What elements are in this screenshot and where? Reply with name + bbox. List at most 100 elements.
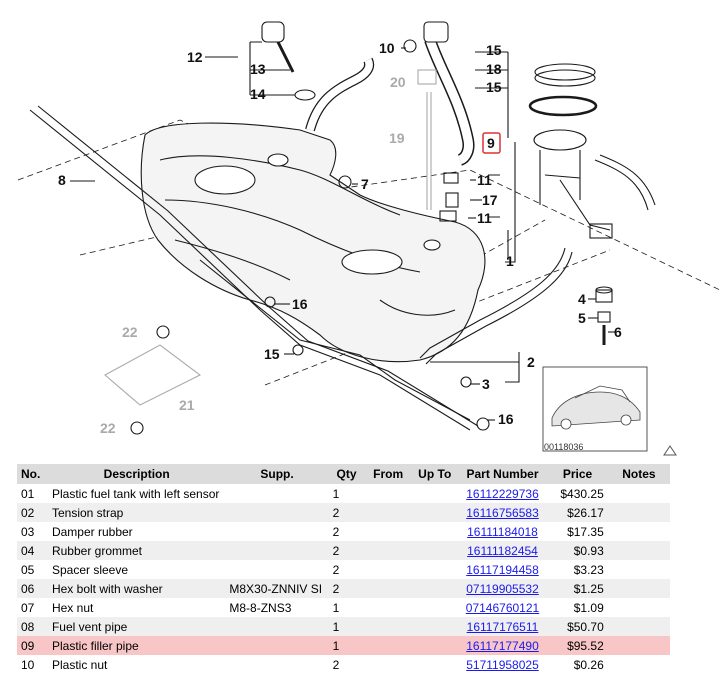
part-number-link[interactable]: 51711958025	[466, 657, 539, 672]
cell-supp	[225, 522, 328, 541]
cell-price: $0.26	[573, 657, 604, 672]
cell-from	[364, 503, 412, 522]
vehicle-thumbnail: 00118036	[542, 366, 648, 452]
cell-description: Hex bolt with washer	[47, 579, 226, 598]
header-notes: Notes	[607, 464, 670, 484]
callout-16b: 16	[498, 411, 514, 427]
cell-upto	[411, 636, 458, 655]
part-number-link[interactable]: 16111184018	[467, 524, 538, 539]
header-description: Description	[47, 464, 226, 484]
part-number-link[interactable]: 16117194458	[466, 562, 539, 577]
cell-from	[364, 579, 412, 598]
cell-supp	[225, 655, 328, 674]
cell-qty: 1	[332, 600, 340, 615]
cell-qty: 2	[332, 524, 340, 539]
header-price: Price	[547, 464, 608, 484]
table-row: 03 Damper rubber 2 16111184018 $17.35	[17, 522, 670, 541]
callout-17: 17	[482, 192, 498, 208]
cell-upto	[411, 617, 458, 636]
callout-11b: 11	[477, 210, 492, 226]
callout-12: 12	[187, 49, 203, 65]
table-header-row: No. Description Supp. Qty From Up To Par…	[17, 464, 670, 484]
cell-from	[364, 541, 412, 560]
part-number-link[interactable]: 16116756583	[466, 505, 539, 520]
callout-8: 8	[58, 172, 66, 188]
table-row: 02 Tension strap 2 16116756583 $26.17	[17, 503, 670, 522]
parts-diagram: 12 13 14 10 20 19 15 18 15 9 11 17 11 8 …	[17, 21, 721, 456]
cell-notes	[608, 655, 670, 674]
part-number-link[interactable]: 16111182454	[467, 543, 538, 558]
cell-no: 04	[17, 541, 48, 560]
cell-price: $0.93	[547, 541, 608, 560]
callout-22b: 22	[100, 420, 116, 436]
cell-supp	[225, 636, 329, 655]
header-upto: Up To	[411, 464, 458, 484]
cell-qty: 2	[328, 541, 365, 560]
parts-table: No. Description Supp. Qty From Up To Par…	[17, 464, 670, 674]
callout-10: 10	[379, 40, 395, 56]
callout-2: 2	[527, 354, 535, 370]
cell-notes	[608, 560, 670, 579]
cell-supp	[225, 560, 328, 579]
cell-no: 07	[21, 600, 35, 615]
part-number-link[interactable]: 16117177490	[466, 638, 539, 653]
cell-notes	[608, 484, 670, 503]
table-row: 07 Hex nut M8-8-ZNS3 1 07146760121 $1.09	[17, 598, 670, 617]
highlight-box-9	[482, 132, 501, 154]
cell-upto	[412, 598, 458, 617]
callout-21: 21	[179, 397, 195, 413]
cell-upto	[412, 522, 458, 541]
cell-supp: M8X30-ZNNIV SI	[225, 579, 329, 598]
callout-9: 9	[487, 135, 495, 151]
cell-notes	[608, 522, 670, 541]
cell-notes	[608, 598, 670, 617]
cell-upto	[412, 484, 458, 503]
thumbnail-code: 00118036	[544, 442, 583, 452]
cell-notes	[607, 617, 670, 636]
cell-no: 01	[21, 486, 35, 501]
header-qty: Qty	[328, 464, 365, 484]
header-from: From	[364, 464, 412, 484]
cell-notes	[607, 579, 670, 598]
cell-from	[364, 522, 411, 541]
cell-no: 10	[21, 657, 35, 672]
callout-20: 20	[390, 74, 406, 90]
callout-13: 13	[250, 61, 266, 77]
cell-description: Damper rubber	[51, 524, 133, 539]
part-number-link[interactable]: 16112229736	[466, 486, 539, 501]
cell-no: 09	[17, 636, 48, 655]
cell-upto	[411, 541, 458, 560]
cell-qty: 2	[332, 562, 340, 577]
part-number-link[interactable]: 07146760121	[465, 600, 540, 615]
cell-description: Fuel vent pipe	[47, 617, 226, 636]
cell-qty: 1	[328, 636, 365, 655]
cell-price: $26.17	[547, 503, 608, 522]
cell-supp	[225, 617, 329, 636]
callout-1: 1	[506, 253, 514, 269]
cell-upto	[412, 560, 458, 579]
cell-notes	[607, 541, 670, 560]
cell-price: $3.23	[573, 562, 604, 577]
callout-3: 3	[482, 376, 490, 392]
cell-upto	[412, 655, 458, 674]
callout-7: 7	[361, 176, 369, 192]
cell-no: 06	[17, 579, 48, 598]
cell-from	[364, 560, 411, 579]
cell-qty: 1	[332, 486, 340, 501]
callout-15a: 15	[486, 42, 502, 58]
cell-description: Plastic nut	[51, 657, 108, 672]
cell-upto	[411, 503, 458, 522]
callout-16a: 16	[292, 296, 308, 312]
cell-supp	[225, 541, 329, 560]
expand-triangle-icon	[663, 445, 677, 456]
header-part-number: Part Number	[457, 464, 548, 484]
cell-price: $95.52	[547, 636, 608, 655]
part-number-link[interactable]: 16117176511	[466, 619, 539, 634]
cell-supp: M8-8-ZNS3	[229, 600, 292, 615]
cell-qty: 2	[332, 657, 340, 672]
cell-qty: 1	[328, 617, 365, 636]
part-number-link[interactable]: 07119905532	[466, 581, 539, 596]
cell-from	[364, 655, 411, 674]
table-row: 10 Plastic nut 2 51711958025 $0.26	[17, 655, 670, 674]
callout-5: 5	[578, 310, 586, 326]
